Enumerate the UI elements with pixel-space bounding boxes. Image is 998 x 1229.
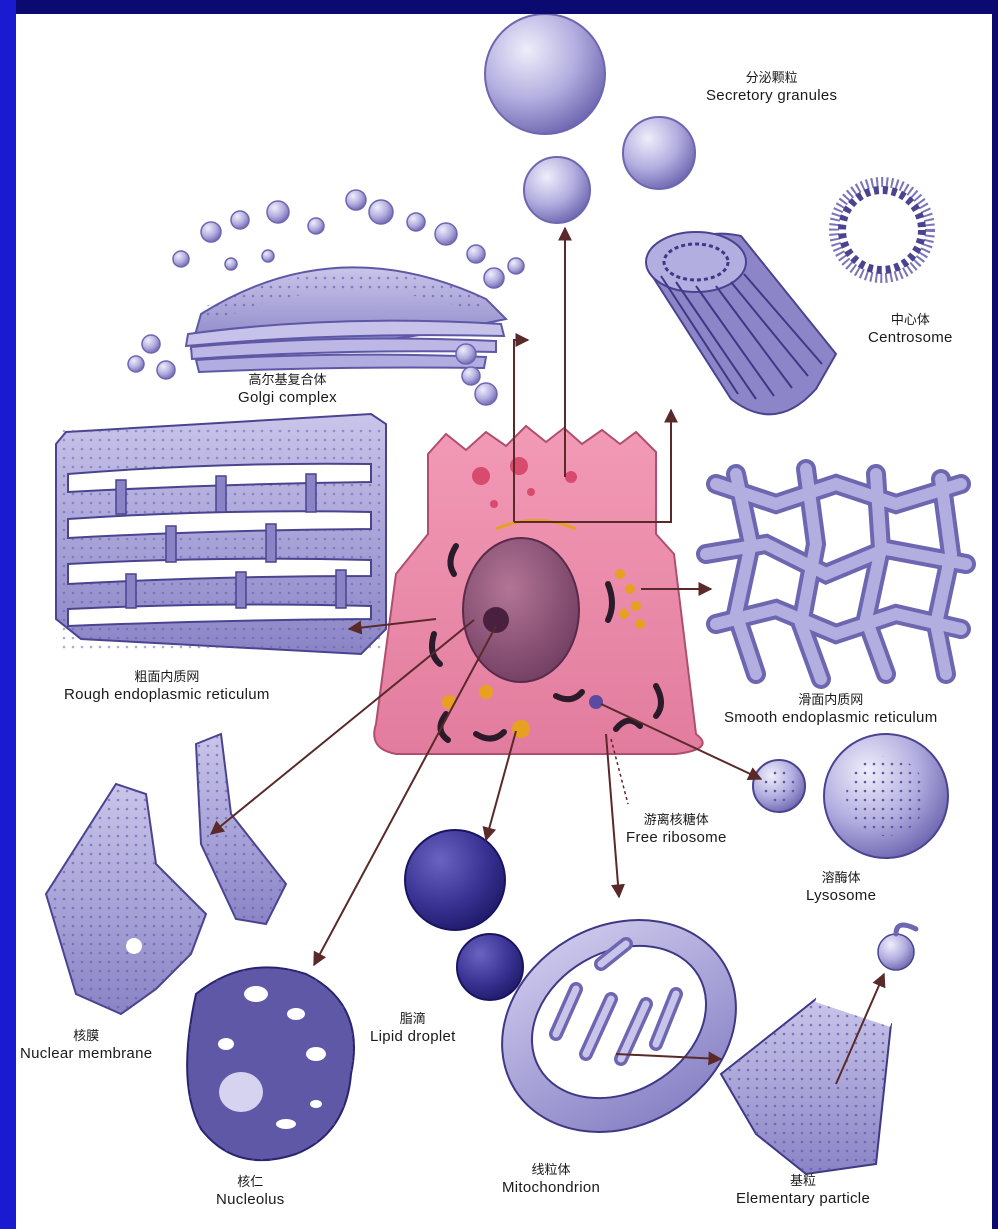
label-rough-er-en: Rough endoplasmic reticulum — [64, 686, 270, 703]
label-mitochondrion-cn: 线粒体 — [502, 1162, 600, 1179]
label-smooth-er-en: Smooth endoplasmic reticulum — [724, 709, 938, 726]
secretory-granules — [485, 14, 695, 223]
label-centrosome-cn: 中心体 — [868, 312, 953, 329]
label-rough-er-cn: 粗面内质网 — [64, 669, 270, 686]
label-elementary-particle-cn: 基粒 — [736, 1173, 870, 1190]
frame-right-border — [992, 0, 998, 1229]
label-nucleolus-cn: 核仁 — [216, 1174, 285, 1191]
label-nucleolus-en: Nucleolus — [216, 1191, 285, 1208]
label-secretory-granules-cn: 分泌颗粒 — [706, 70, 837, 87]
nucleolus-in-cell — [483, 607, 509, 633]
nucleolus — [187, 967, 354, 1160]
label-nuclear-membrane-en: Nuclear membrane — [20, 1045, 152, 1062]
label-golgi-complex: 高尔基复合体 Golgi complex — [238, 372, 337, 406]
frame-top-border — [0, 0, 998, 14]
lysosomes — [753, 734, 948, 858]
rough-er — [56, 414, 386, 654]
frame-left-border — [0, 0, 16, 1229]
label-mitochondrion-en: Mitochondrion — [502, 1179, 600, 1196]
lipid-droplets — [405, 830, 523, 1000]
elementary-particle — [721, 925, 916, 1174]
mitochondrion — [463, 878, 774, 1173]
cell-organelle-diagram — [16, 14, 992, 1229]
label-rough-er: 粗面内质网 Rough endoplasmic reticulum — [64, 669, 270, 703]
label-mitochondrion: 线粒体 Mitochondrion — [502, 1162, 600, 1196]
nucleus — [463, 538, 579, 682]
label-lipid-droplet-en: Lipid droplet — [370, 1028, 456, 1045]
illustration-canvas: 分泌颗粒 Secretory granules 中心体 Centrosome 高… — [16, 14, 992, 1229]
label-free-ribosome: 游离核糖体 Free ribosome — [626, 812, 727, 846]
label-elementary-particle-en: Elementary particle — [736, 1190, 870, 1207]
label-golgi-complex-cn: 高尔基复合体 — [238, 372, 337, 389]
label-elementary-particle: 基粒 Elementary particle — [736, 1173, 870, 1207]
label-secretory-granules-en: Secretory granules — [706, 87, 837, 104]
label-secretory-granules: 分泌颗粒 Secretory granules — [706, 70, 837, 104]
label-lipid-droplet-cn: 脂滴 — [370, 1011, 456, 1028]
label-lysosome: 溶酶体 Lysosome — [806, 870, 876, 904]
label-golgi-complex-en: Golgi complex — [238, 389, 337, 406]
label-centrosome: 中心体 Centrosome — [868, 312, 953, 346]
centrosome-ring — [834, 182, 930, 278]
label-nucleolus: 核仁 Nucleolus — [216, 1174, 285, 1208]
label-smooth-er-cn: 滑面内质网 — [724, 692, 938, 709]
label-centrosome-en: Centrosome — [868, 329, 953, 346]
centriole-cylinder — [646, 232, 836, 414]
label-free-ribosome-cn: 游离核糖体 — [626, 812, 727, 829]
label-lysosome-en: Lysosome — [806, 887, 876, 904]
label-free-ribosome-en: Free ribosome — [626, 829, 727, 846]
label-nuclear-membrane-cn: 核膜 — [20, 1028, 152, 1045]
label-lysosome-cn: 溶酶体 — [806, 870, 876, 887]
smooth-er — [706, 469, 966, 679]
label-smooth-er: 滑面内质网 Smooth endoplasmic reticulum — [724, 692, 938, 726]
label-nuclear-membrane: 核膜 Nuclear membrane — [20, 1028, 152, 1062]
label-lipid-droplet: 脂滴 Lipid droplet — [370, 1011, 456, 1045]
